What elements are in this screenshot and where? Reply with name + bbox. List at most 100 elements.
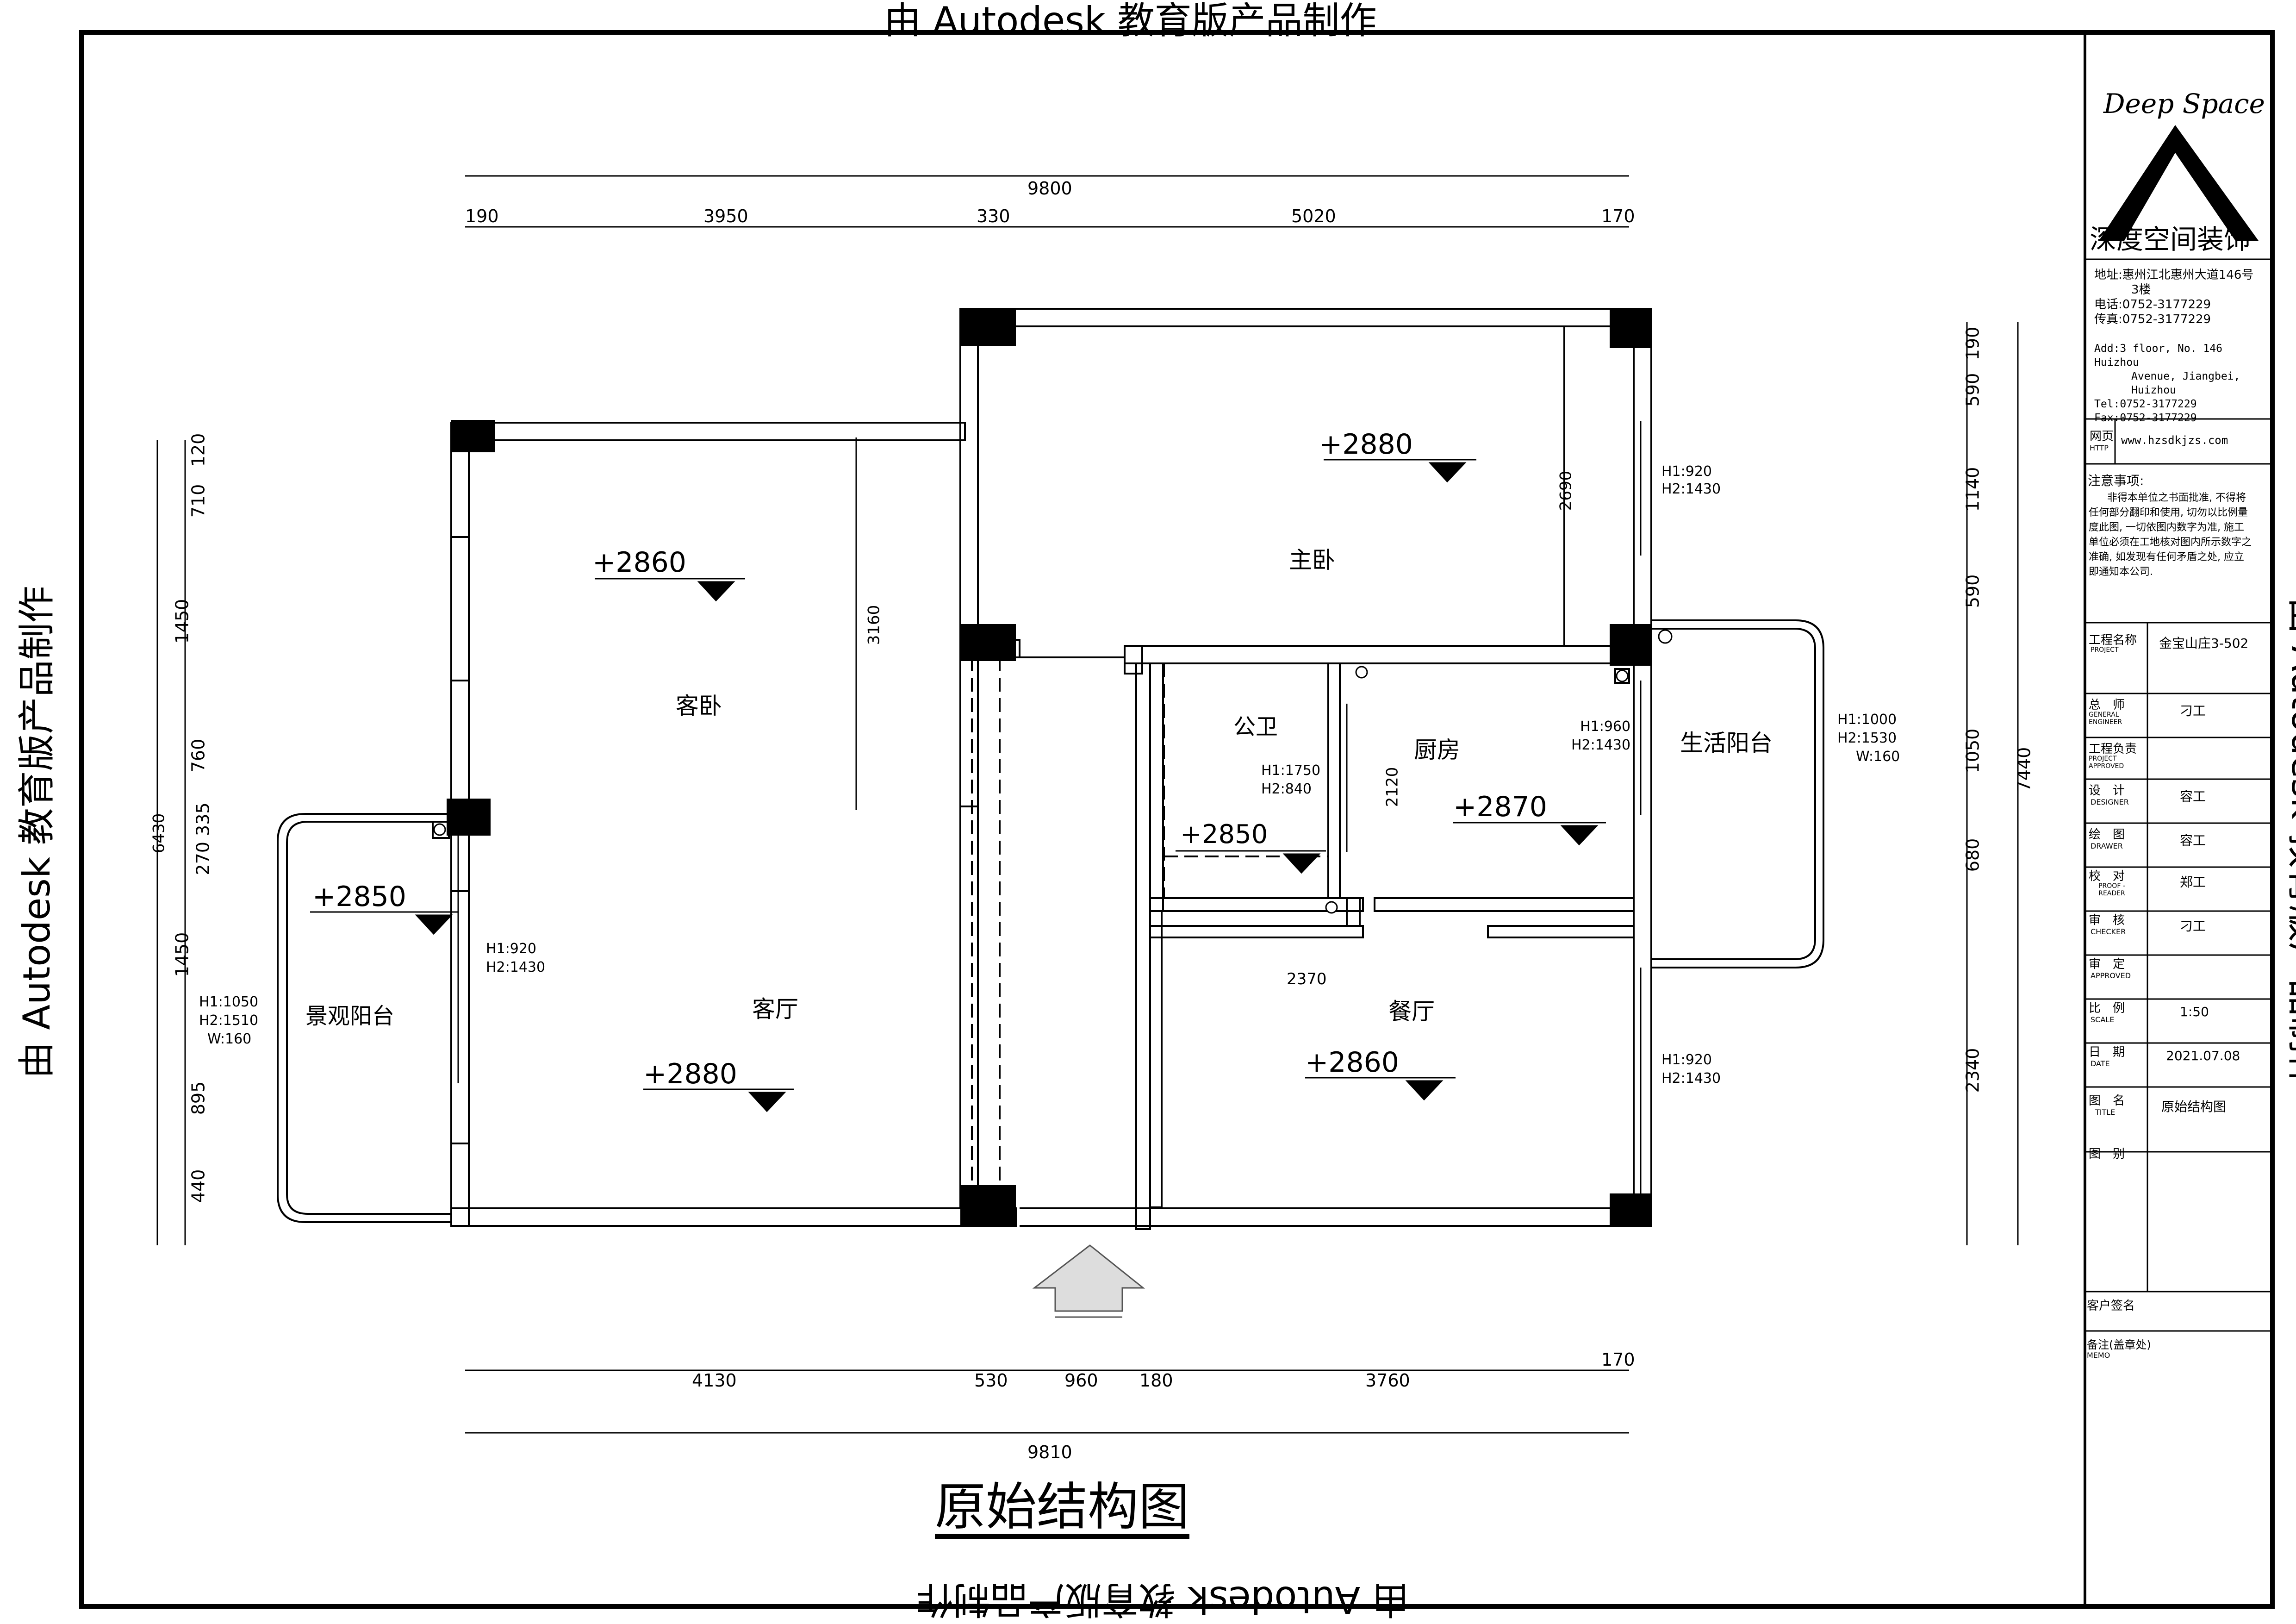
room-landscape-balcony: 景观阳台: [305, 1003, 395, 1029]
dim-right-total: 7440: [2014, 747, 2035, 792]
row-label: 图 名: [2089, 1094, 2125, 1108]
row-label-en: PROJECT APPROVED: [2089, 755, 2124, 770]
row-label: 工程名称: [2089, 633, 2137, 647]
tel-line: Tel:0752-3177229: [2094, 398, 2197, 410]
room-living: 客厅: [752, 996, 798, 1023]
tb-row-date: 日 期 DATE 2021.07.08: [2085, 1042, 2272, 1086]
room-master-bedroom: 主卧: [1289, 547, 1335, 574]
note-line: 度此图, 一切依图内数字为准, 施工: [2089, 522, 2244, 533]
room-guest-bedroom: 客卧: [676, 693, 722, 719]
tb-row-project: 工程名称 PROJECT 金宝山庄3-502: [2085, 630, 2272, 674]
dim-left-710: 710: [188, 484, 209, 518]
window-h2: H2:1430: [1661, 1070, 1721, 1087]
dim-inner-2690: 2690: [1556, 470, 1575, 511]
row-label: 比 例: [2089, 1001, 2125, 1015]
window-h2: H2:1530: [1837, 730, 1897, 746]
level-guest-bedroom: +2860: [592, 546, 686, 579]
client-sign-label: 客户签名: [2087, 1299, 2135, 1313]
dim-top-5020: 5020: [1291, 206, 1336, 226]
tb-row-scale: 比 例 SCALE 1:50: [2085, 998, 2272, 1042]
note-line: 任何部分翻印和使用, 切勿以比例量: [2089, 507, 2248, 518]
level-bathroom: +2850: [1180, 819, 1268, 849]
window-h1: H1:1000: [1837, 712, 1897, 728]
tb-row-engineer: 总 师 GENERAL ENGINEER 刁工: [2085, 694, 2272, 738]
address-line: 3楼: [2131, 283, 2151, 297]
window-note-master: H1:920 H2:1430: [1661, 463, 1721, 498]
notes-text: 非得本单位之书面批准, 不得将 任何部分翻印和使用, 切勿以比例量 度此图, 一…: [2089, 491, 2271, 580]
dim-left-120: 120: [188, 433, 209, 467]
phone-line: 电话:0752-3177229: [2094, 298, 2211, 312]
window-note-dining: H1:920 H2:1430: [1661, 1051, 1721, 1088]
tb-row-title: 图 名 TITLE 原始结构图: [2085, 1090, 2272, 1134]
tb-row-category: 图 别: [2085, 1143, 2272, 1171]
title-block: Deep Space 深度空间装饰 地址:惠州江北惠州大道146号 3楼 电话:…: [2085, 32, 2272, 1606]
tb-row-checker: 审 核 CHECKER 刁工: [2085, 910, 2272, 954]
address-en-line: Avenue, Jiangbei,: [2131, 370, 2240, 382]
level-dining: +2860: [1305, 1046, 1399, 1079]
row-value: 容工: [2180, 833, 2206, 848]
memo-label: 备注(盖章处): [2087, 1338, 2151, 1351]
window-h2: H2:1510: [199, 1012, 259, 1029]
logo-mark: [2099, 125, 2259, 241]
row-value: 原始结构图: [2161, 1099, 2227, 1114]
dim-bottom-960: 960: [1064, 1370, 1098, 1391]
dim-bottom-3760: 3760: [1365, 1370, 1410, 1391]
window-w: W:160: [1856, 749, 1900, 765]
dim-inner-3160: 3160: [865, 605, 884, 645]
row-label-en: APPROVED: [2091, 971, 2131, 980]
window-h2: H2:840: [1261, 781, 1312, 797]
row-label-en: PROOF -READER: [2098, 882, 2125, 897]
dim-bottom-180: 180: [1139, 1370, 1173, 1391]
dim-bottom-170: 170: [1601, 1349, 1635, 1370]
row-label-en: DESIGNER: [2091, 798, 2129, 806]
note-line: 即通知本公司.: [2089, 566, 2153, 578]
row-value: 郑工: [2180, 874, 2206, 890]
company-name: 深度空间装饰: [2090, 224, 2251, 255]
tb-row-approved1: 工程负责 PROJECT APPROVED: [2085, 738, 2272, 782]
address-en-block: Add:3 floor, No. 146 Huizhou Avenue, Jia…: [2094, 342, 2272, 425]
window-note-living: H1:920 H2:1430: [486, 940, 545, 977]
window-h2: H2:1430: [1571, 737, 1631, 753]
row-value: 1:50: [2180, 1004, 2209, 1019]
row-label: 总 师: [2089, 698, 2125, 712]
web-url[interactable]: www.hzsdkjzs.com: [2121, 434, 2228, 447]
note-line: 准确, 如发现有任何矛盾之处, 应立: [2089, 551, 2244, 563]
row-label: 日 期: [2089, 1045, 2125, 1059]
dim-top-3950: 3950: [703, 206, 748, 226]
dim-left-270-335: 270 335: [193, 802, 213, 875]
tb-row-approved2: 审 定 APPROVED: [2085, 954, 2272, 998]
drawing-title: 原始结构图: [935, 1477, 1189, 1537]
row-label: 校 对: [2089, 869, 2125, 883]
dim-left-total: 6430: [149, 813, 168, 854]
room-kitchen: 厨房: [1414, 737, 1460, 763]
dimension-lines: [156, 175, 2019, 1434]
notes-label: 注意事项:: [2088, 473, 2144, 488]
web-label: 网页: [2090, 430, 2114, 443]
row-label-en: CHECKER: [2091, 927, 2126, 936]
dim-left-1450a: 1450: [172, 599, 193, 644]
window-note-service-balcony: H1:1000 H2:1530 W:160: [1837, 711, 1900, 766]
fax-line: 传真:0752-3177229: [2094, 312, 2211, 326]
dim-top-190: 190: [465, 206, 499, 226]
address-line: 地址:惠州江北惠州大道146号: [2094, 268, 2254, 282]
dim-left-895: 895: [188, 1081, 209, 1115]
pipe-markers: [433, 629, 1673, 914]
dim-bottom-530: 530: [974, 1370, 1008, 1391]
window-h2: H2:1430: [486, 959, 546, 975]
address-en-line: Add:3 floor, No. 146 Huizhou: [2094, 343, 2222, 369]
balconies: [277, 619, 1824, 1223]
level-kitchen: +2870: [1453, 791, 1547, 823]
address-block: 地址:惠州江北惠州大道146号 3楼 电话:0752-3177229 传真:07…: [2094, 268, 2253, 327]
row-label-en: SCALE: [2091, 1015, 2115, 1024]
dim-top-total: 9800: [1027, 178, 1072, 199]
room-bathroom: 公卫: [1233, 714, 1278, 740]
columns: [447, 309, 1651, 1226]
dim-right-190: 190: [1962, 326, 1983, 361]
row-value: 金宝山庄3-502: [2159, 636, 2249, 651]
dim-right-1050: 1050: [1962, 728, 1983, 774]
row-label: 工程负责: [2089, 742, 2137, 756]
dim-top-330: 330: [977, 206, 1010, 226]
level-living: +2880: [643, 1058, 737, 1090]
dim-inner-2370: 2370: [1287, 970, 1327, 988]
